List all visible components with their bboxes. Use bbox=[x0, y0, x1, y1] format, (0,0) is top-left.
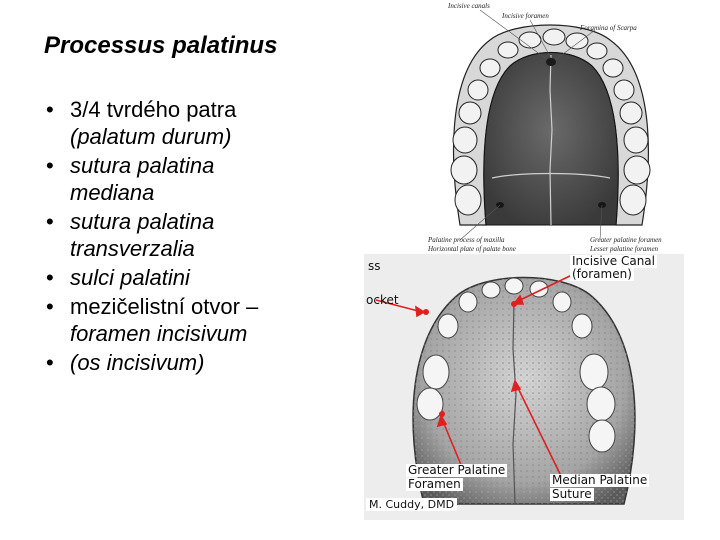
bullet-glyph: • bbox=[46, 350, 54, 375]
label-incisive-canal-sub: (foramen) bbox=[570, 267, 634, 281]
bullet-glyph: • bbox=[46, 294, 54, 319]
bullet-subtext: transverzalia bbox=[70, 236, 195, 261]
label-median-palatine-sub: Suture bbox=[550, 487, 594, 501]
label-median-palatine: Median Palatine bbox=[550, 473, 650, 487]
bullet-subtext: (palatum durum) bbox=[70, 124, 232, 149]
label-foramina-scarpa: Foramina of Scarpa bbox=[580, 24, 637, 32]
bullet-item: • (os incisivum) bbox=[44, 349, 344, 376]
bullet-subtext: foramen incisivum bbox=[70, 321, 248, 346]
palate-illustration: Incisive canals Incisive foramen Foramin… bbox=[420, 0, 682, 255]
bullet-text: 3/4 tvrdého patra bbox=[70, 97, 237, 122]
label-greater-palatine: Greater Palatine bbox=[406, 463, 508, 477]
bullet-text: sutura palatina bbox=[70, 209, 215, 234]
bullet-item: • mezičelistní otvor – foramen incisivum bbox=[44, 293, 344, 347]
bullet-item: • sutura palatina transverzalia bbox=[44, 208, 344, 262]
label-greater-palatine-sub: Foramen bbox=[406, 477, 463, 491]
bullet-text: sulci palatini bbox=[70, 265, 190, 290]
label-incisive-canals: Incisive canals bbox=[448, 2, 490, 10]
photo-credit: M. Cuddy, DMD bbox=[366, 498, 458, 511]
bullet-subtext: mediana bbox=[70, 180, 155, 205]
bullet-text: mezičelistní otvor – bbox=[70, 294, 259, 319]
slide-title: Processus palatinus bbox=[44, 32, 278, 59]
bullet-item: • 3/4 tvrdého patra (palatum durum) bbox=[44, 96, 344, 150]
bullet-item: • sulci palatini bbox=[44, 264, 344, 291]
label-greater-palatine: Greater palatine foramen bbox=[590, 236, 662, 244]
palate-drawing bbox=[450, 9, 651, 241]
bullet-text: (os incisivum) bbox=[70, 350, 205, 375]
bullet-glyph: • bbox=[46, 265, 54, 290]
palate-photo-drawing bbox=[364, 254, 684, 520]
bullet-glyph: • bbox=[46, 153, 54, 178]
bullet-glyph: • bbox=[46, 97, 54, 122]
bullet-item: • sutura palatina mediana bbox=[44, 152, 344, 206]
label-pocket: ocket bbox=[366, 293, 399, 307]
label-fossa: ss bbox=[368, 259, 381, 273]
bullet-glyph: • bbox=[46, 209, 54, 234]
palate-photo: ss ocket Incisive Canal (foramen) Greate… bbox=[364, 254, 684, 520]
label-lesser-palatine: Lesser palatine foramen bbox=[590, 245, 659, 253]
label-palatine-process: Palatine process of maxilla bbox=[428, 236, 505, 244]
bullet-list: • 3/4 tvrdého patra (palatum durum) • su… bbox=[44, 96, 344, 378]
label-incisive-foramen: Incisive foramen bbox=[502, 12, 549, 20]
label-horizontal-plate: Horizontal plate of palate bone bbox=[428, 245, 516, 253]
label-incisive-canal: Incisive Canal bbox=[570, 254, 657, 268]
bullet-text: sutura palatina bbox=[70, 153, 215, 178]
